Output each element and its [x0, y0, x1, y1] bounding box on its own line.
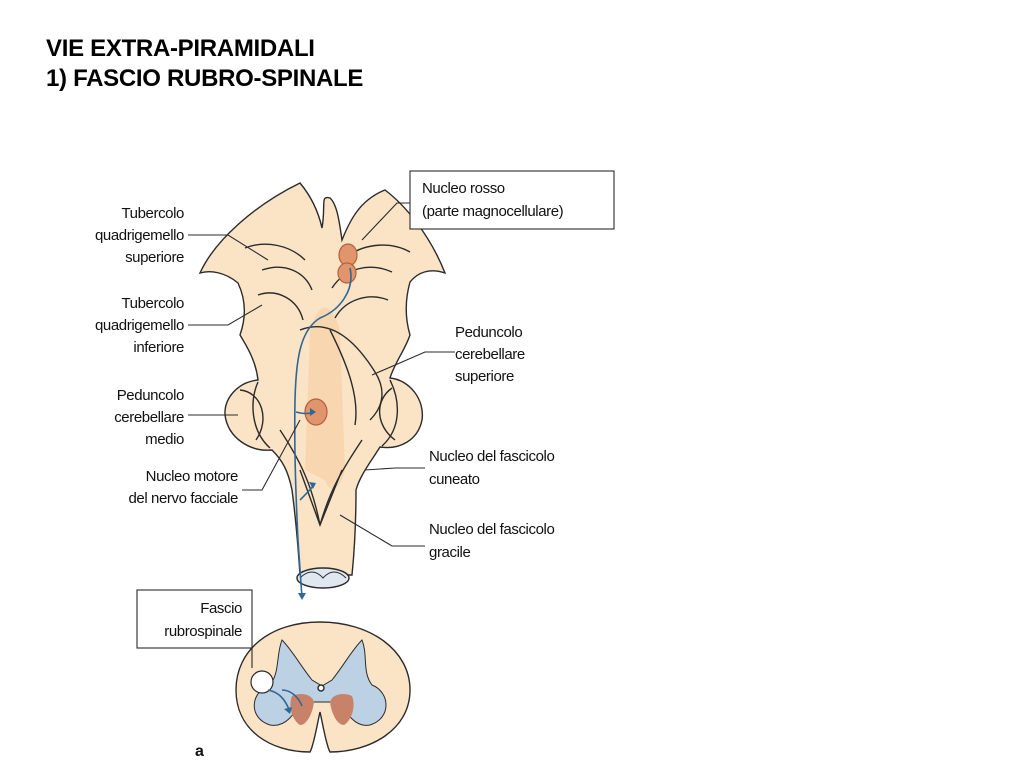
label-tubercolo-inferiore-line2: quadrigemello: [95, 317, 184, 334]
nucleo-rosso-box: [409, 170, 615, 230]
central-canal: [317, 684, 325, 692]
leader-nucleo-gracile: [339, 514, 425, 547]
label-tubercolo-superiore: Tubercolo quadrigemello superiore: [95, 205, 184, 266]
rubrospinal-tract-circle: [250, 670, 274, 694]
label-peduncolo-superiore-line2: cerebellare: [455, 346, 525, 363]
label-tubercolo-superiore-line3: superiore: [125, 249, 184, 266]
leader-nucleo-cuneato: [364, 467, 425, 471]
ventral-horn-motor-left: [290, 694, 314, 725]
label-fascio-rubrospinale-line1: Fascio: [200, 600, 242, 617]
middle-peduncle-right: [378, 379, 399, 447]
superior-colliculi: [244, 243, 411, 291]
leader-tubercolo-superiore: [188, 234, 269, 261]
label-tubercolo-inferiore-line3: inferiore: [133, 339, 184, 356]
label-nucleo-motore-facciale-line2: del nervo facciale: [128, 490, 238, 507]
spinal-cord-section: [235, 621, 411, 753]
label-nucleo-cuneato: Nucleo del fascicolo cuneato: [429, 448, 555, 488]
red-nucleus-lower: [337, 262, 357, 284]
label-tubercolo-superiore-line1: Tubercolo: [121, 205, 184, 222]
leader-peduncolo-superiore: [371, 351, 455, 376]
label-peduncolo-medio-line2: cerebellare: [114, 409, 184, 426]
middle-peduncle-left: [239, 381, 271, 449]
obex-lines: [299, 469, 343, 527]
label-nucleo-motore-facciale-line1: Nucleo motore: [146, 468, 238, 485]
label-nucleo-rosso-line1: Nucleo rosso: [422, 180, 505, 197]
label-nucleo-rosso-line2: (parte magnocellulare): [422, 203, 564, 220]
brainstem: [198, 182, 447, 589]
ventral-horn-motor-right: [330, 694, 354, 725]
brainstem-midline: [305, 307, 345, 489]
label-nucleo-gracile-line1: Nucleo del fascicolo: [429, 521, 554, 538]
arrowhead-3: [298, 593, 306, 600]
leader-tubercolo-inferiore: [188, 304, 263, 326]
label-peduncolo-superiore-line3: superiore: [455, 368, 514, 385]
label-nucleo-gracile: Nucleo del fascicolo gracile: [429, 521, 555, 561]
arrowhead-2: [309, 482, 316, 489]
label-tubercolo-inferiore: Tubercolo quadrigemello inferiore: [95, 295, 184, 356]
spinal-fibre-branch: [281, 689, 303, 707]
label-nucleo-motore-facciale: Nucleo motore del nervo facciale: [128, 468, 238, 507]
rubrospinal-fibre: [293, 267, 352, 599]
label-peduncolo-medio: Peduncolo cerebellare medio: [114, 387, 184, 448]
leader-lines: [188, 202, 455, 668]
fascio-rubrospinale-box: [136, 589, 253, 649]
inferior-colliculi: [257, 292, 389, 321]
title-line-1: VIE EXTRA-PIRAMIDALI: [46, 35, 315, 62]
label-nucleo-cuneato-line2: cuneato: [429, 471, 480, 488]
leader-nucleo-facciale: [242, 419, 301, 491]
label-peduncolo-superiore: Peduncolo cerebellare superiore: [455, 324, 525, 385]
label-fascio-rubrospinale-line2: rubrospinale: [164, 623, 242, 640]
label-peduncolo-medio-line3: medio: [145, 431, 184, 448]
label-peduncolo-medio-line1: Peduncolo: [117, 387, 184, 404]
leader-nucleo-rosso: [361, 202, 410, 241]
figure-letter: a: [195, 743, 204, 760]
arrowhead-1: [310, 408, 316, 416]
label-nucleo-gracile-line2: gracile: [429, 544, 470, 561]
slide-title: VIE EXTRA-PIRAMIDALI 1) FASCIO RUBRO-SPI…: [46, 34, 363, 94]
rubrospinal-pathway: [293, 267, 352, 600]
label-fascio-rubrospinale: Fascio rubrospinale: [164, 600, 242, 640]
spinal-arrowhead: [284, 707, 292, 714]
label-nucleo-rosso: Nucleo rosso (parte magnocellulare): [422, 180, 564, 220]
label-tubercolo-superiore-line2: quadrigemello: [95, 227, 184, 244]
label-tubercolo-inferiore-line1: Tubercolo: [121, 295, 184, 312]
label-peduncolo-superiore-line1: Peduncolo: [455, 324, 522, 341]
spinal-pathway: [267, 689, 303, 714]
label-nucleo-cuneato-line1: Nucleo del fascicolo: [429, 448, 554, 465]
title-line-2: 1) FASCIO RUBRO-SPINALE: [46, 65, 364, 92]
medulla-section-detail: [299, 571, 347, 579]
